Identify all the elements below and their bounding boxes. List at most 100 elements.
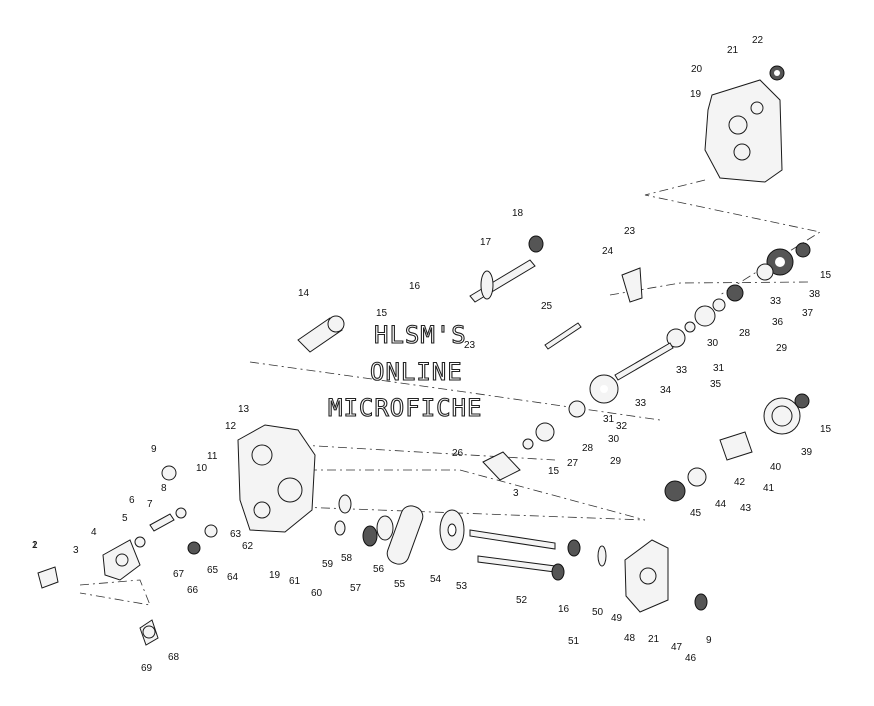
callout-label: 21: [648, 634, 660, 645]
callout-label: 48: [624, 633, 636, 644]
callout-label: 52: [516, 595, 528, 606]
output-shaft-52: [477, 555, 556, 573]
callout-label: 1: [32, 540, 38, 551]
callout-label: 62: [242, 541, 254, 552]
callout-label: 27: [567, 458, 579, 469]
gear-56-57: [334, 494, 394, 547]
callout-label: 24: [602, 246, 614, 257]
callout-label: 13: [238, 404, 250, 415]
main-case-12: [237, 424, 316, 533]
lever-14: [297, 315, 345, 353]
side-cover-4: [37, 539, 141, 589]
lower-gear-set: [134, 465, 218, 555]
callout-label: 33: [635, 398, 647, 409]
callout-label: 26: [452, 448, 464, 459]
gear-stack-upper: [666, 242, 811, 348]
callout-label: 64: [227, 572, 239, 583]
callout-label: 32: [616, 421, 628, 432]
callout-label: 15: [820, 424, 832, 435]
callout-label: 16: [409, 281, 421, 292]
callout-label: 31: [713, 363, 725, 374]
callout-label: 9: [706, 635, 712, 646]
callout-label: 41: [763, 483, 775, 494]
callout-label: 40: [770, 462, 782, 473]
callout-label: 57: [350, 583, 362, 594]
callout-label: 67: [173, 569, 185, 580]
callout-label: 19: [690, 89, 702, 100]
callout-label: 6: [129, 495, 135, 506]
callout-label: 56: [373, 564, 385, 575]
callout-label: 39: [801, 447, 813, 458]
callout-label: 9: [151, 444, 157, 455]
callout-label: 50: [592, 607, 604, 618]
callout-label: 34: [660, 385, 672, 396]
callout-label: 35: [710, 379, 722, 390]
case-cover-48: [624, 539, 708, 613]
callout-label: 65: [207, 565, 219, 576]
callout-label: 10: [196, 463, 208, 474]
callout-label: 25: [541, 301, 553, 312]
callout-label: 33: [770, 296, 782, 307]
callout-label: 58: [341, 553, 353, 564]
bearing-plate-26: [482, 451, 521, 481]
callout-label: 17: [480, 237, 492, 248]
callout-label: 30: [608, 434, 620, 445]
bearings-16: [551, 539, 607, 581]
callout-label: 28: [582, 443, 594, 454]
callout-label: 28: [739, 328, 751, 339]
callout-label: 49: [611, 613, 623, 624]
callout-label: 59: [322, 559, 334, 570]
watermark-line-3: MICROFICHE: [328, 394, 483, 422]
callout-label: 31: [603, 414, 615, 425]
watermark: HLSM'S ONLINE MICROFICHE: [327, 320, 483, 422]
callout-label: 8: [161, 483, 167, 494]
callout-label: 53: [456, 581, 468, 592]
callout-labels: 1 2 3 3 4 5 6 7 8 9 9 10 11 12 13 14 15 …: [32, 35, 832, 674]
callout-label: 69: [141, 663, 153, 674]
callout-label: 46: [685, 653, 697, 664]
callout-label: 2: [32, 540, 38, 551]
callout-label: 5: [122, 513, 128, 524]
callout-label: 44: [715, 499, 727, 510]
callout-label: 21: [727, 45, 739, 56]
callout-label: 18: [512, 208, 524, 219]
callout-label: 15: [820, 270, 832, 281]
callout-label: 29: [610, 456, 622, 467]
callout-label: 45: [690, 508, 702, 519]
callout-label: 12: [225, 421, 237, 432]
drive-chain-55: [386, 505, 424, 565]
sprocket-54: [439, 509, 465, 551]
callout-label: 29: [776, 343, 788, 354]
callout-label: 15: [376, 308, 388, 319]
callout-label: 38: [809, 289, 821, 300]
shift-fork-24: [621, 267, 643, 303]
rear-cover-20: [704, 65, 785, 183]
gear-shaft-34: [522, 342, 674, 450]
callout-label: 37: [802, 308, 814, 319]
callout-label: 19: [269, 570, 281, 581]
callout-label: 22: [752, 35, 764, 46]
callout-label: 16: [558, 604, 570, 615]
watermark-line-2: ONLINE: [370, 358, 463, 386]
callout-label: 4: [91, 527, 97, 538]
callout-label: 33: [676, 365, 688, 376]
callout-label: 11: [207, 451, 218, 462]
callout-label: 20: [691, 64, 703, 75]
callout-label: 61: [289, 576, 301, 587]
callout-label: 43: [740, 503, 752, 514]
callout-label: 30: [707, 338, 719, 349]
callout-label: 42: [734, 477, 746, 488]
callout-label: 3: [73, 545, 79, 556]
callout-label: 23: [624, 226, 636, 237]
callout-label: 68: [168, 652, 180, 663]
callout-label: 36: [772, 317, 784, 328]
callout-label: 15: [548, 466, 560, 477]
callout-label: 14: [298, 288, 310, 299]
watermark-line-1: HLSM'S: [374, 321, 467, 349]
callout-label: 7: [147, 499, 153, 510]
actuator-68: [139, 619, 159, 646]
bearing-39: [664, 393, 810, 502]
callout-label: 60: [311, 588, 323, 599]
callout-label: 66: [187, 585, 199, 596]
